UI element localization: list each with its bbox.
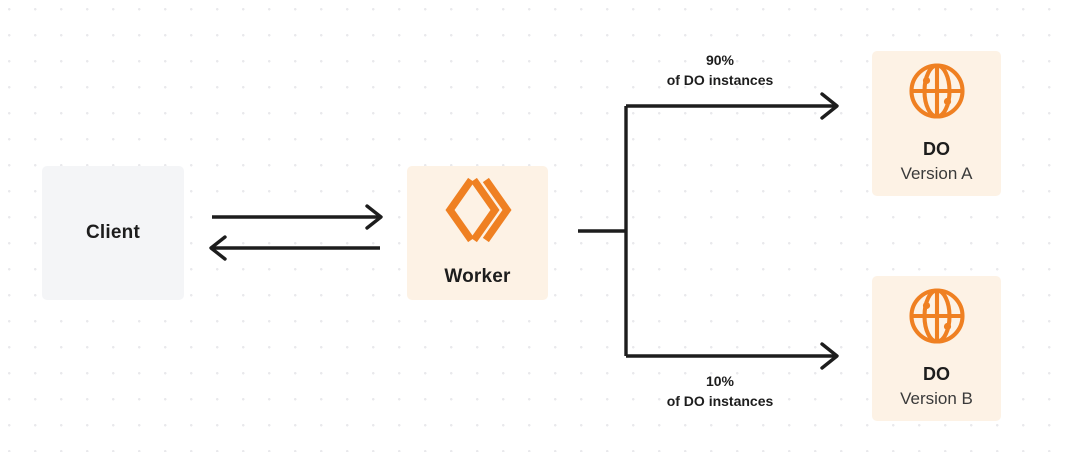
edge-label-bottom: 10% of DO instances xyxy=(634,372,806,412)
node-do-version-b[interactable]: DO Version B xyxy=(872,276,1001,421)
node-do-a-subtitle: Version A xyxy=(900,163,973,183)
edge-label-top: 90% of DO instances xyxy=(634,51,806,91)
node-client[interactable]: Client xyxy=(42,166,184,300)
edge-label-top-percent: 90% xyxy=(705,52,735,68)
edge-label-bottom-caption: of DO instances xyxy=(666,392,774,409)
arrow-worker-to-do-a xyxy=(626,92,839,120)
node-client-label: Client xyxy=(86,221,140,243)
node-do-version-a[interactable]: DO Version A xyxy=(872,51,1001,196)
node-worker-label: Worker xyxy=(444,266,511,288)
arrow-worker-to-do-b xyxy=(626,342,839,370)
globe-icon xyxy=(908,287,966,350)
node-do-b-title: DO xyxy=(923,364,950,385)
node-do-a-title: DO xyxy=(923,139,950,160)
node-worker[interactable]: Worker xyxy=(407,166,548,300)
edge-label-bottom-percent: 10% xyxy=(705,373,735,389)
node-do-b-subtitle: Version B xyxy=(900,388,973,408)
cloudflare-workers-icon xyxy=(443,177,513,248)
edge-label-top-caption: of DO instances xyxy=(666,71,774,88)
arrow-client-to-worker xyxy=(212,204,383,230)
globe-icon xyxy=(908,62,966,125)
arrow-worker-to-client xyxy=(209,235,380,261)
